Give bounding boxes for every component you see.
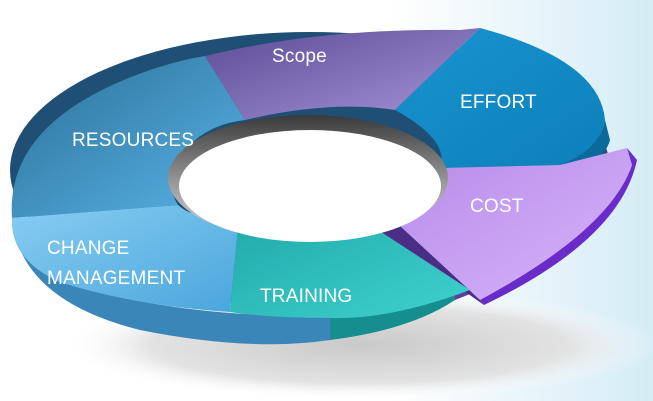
segment-scope [205, 28, 480, 120]
label-change-management: CHANGE MANAGEMENT [47, 238, 185, 289]
label-cost: COST [470, 196, 524, 217]
label-effort: EFFORT [460, 92, 537, 113]
label-scope: Scope [272, 46, 327, 67]
label-change-management-line-1: CHANGE [47, 238, 130, 259]
label-resources: RESOURCES [72, 130, 194, 151]
label-change-management-line-2: MANAGEMENT [47, 268, 185, 289]
segment-change-management [11, 205, 240, 312]
label-training: TRAINING [260, 286, 352, 307]
ring-hole [168, 115, 448, 242]
segment-resources [11, 56, 246, 218]
